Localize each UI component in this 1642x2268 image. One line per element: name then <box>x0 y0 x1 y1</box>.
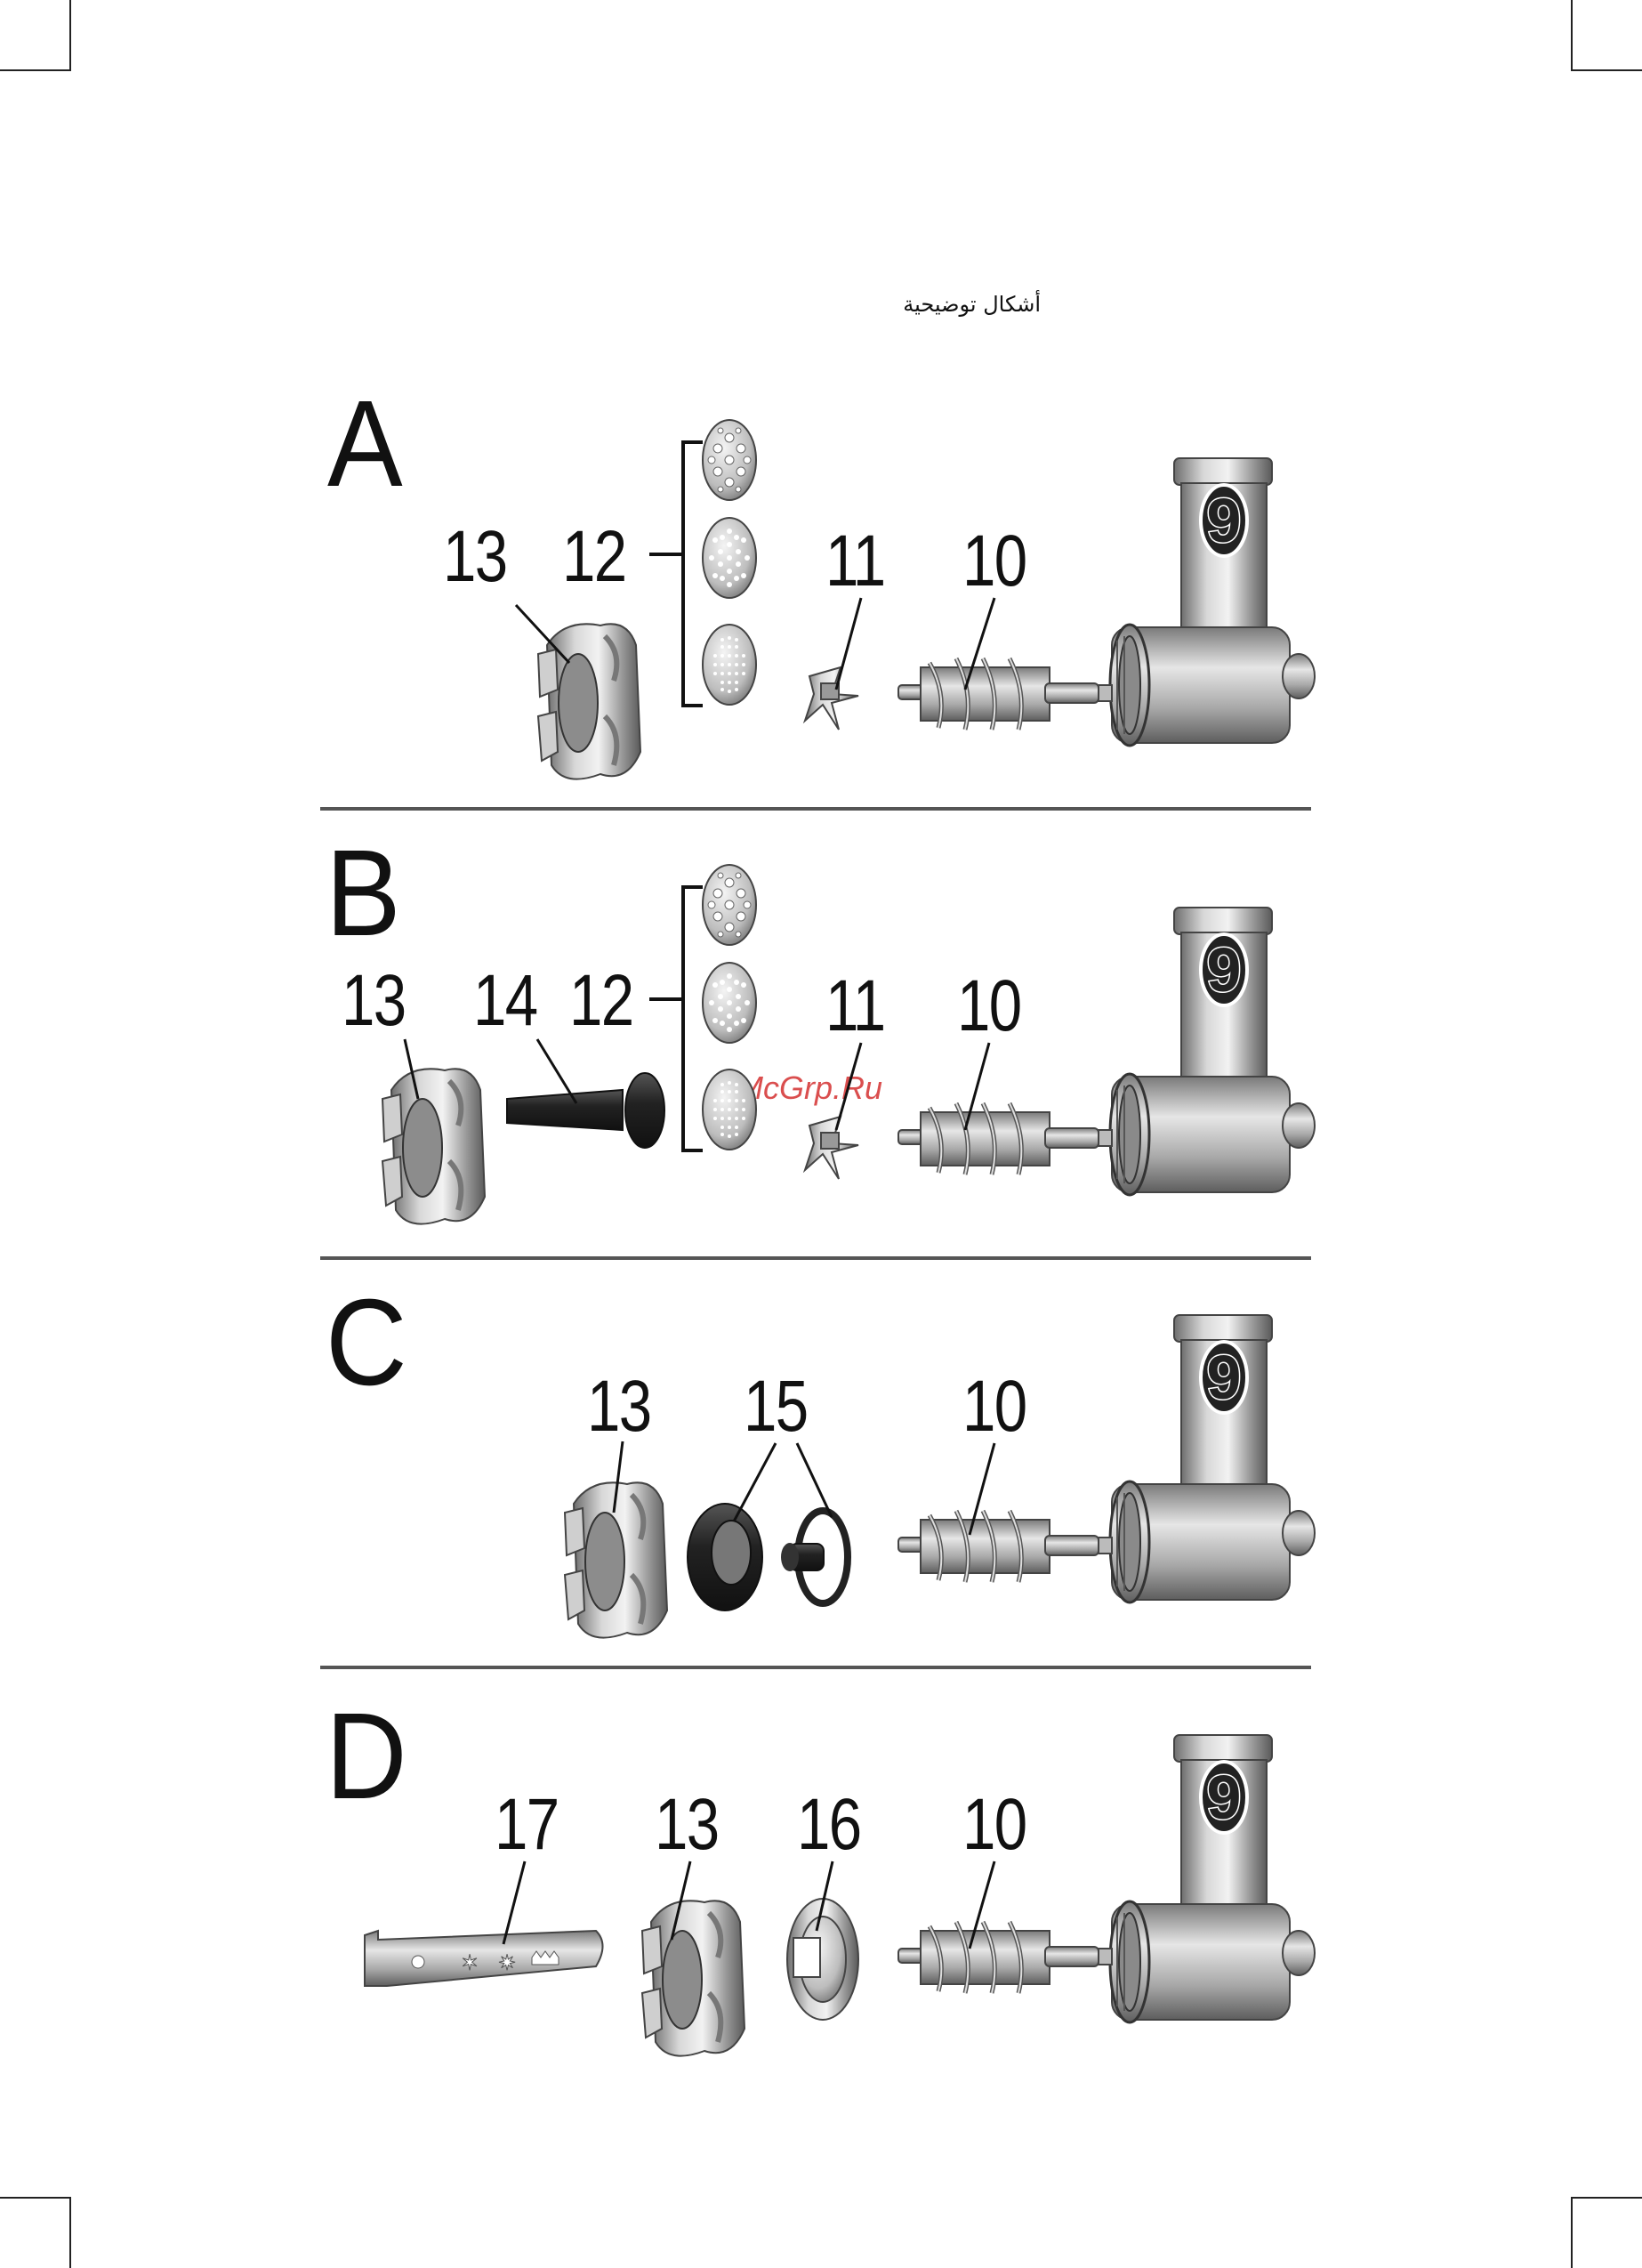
svg-text:✶: ✶ <box>461 1950 479 1975</box>
svg-text:✷: ✷ <box>498 1950 516 1975</box>
section-c-figure <box>565 1315 1315 1638</box>
section-a-figure <box>516 420 1315 779</box>
section-d-figure: ✶ ✷ <box>365 1735 1315 2056</box>
section-b-figure <box>382 865 1315 1224</box>
